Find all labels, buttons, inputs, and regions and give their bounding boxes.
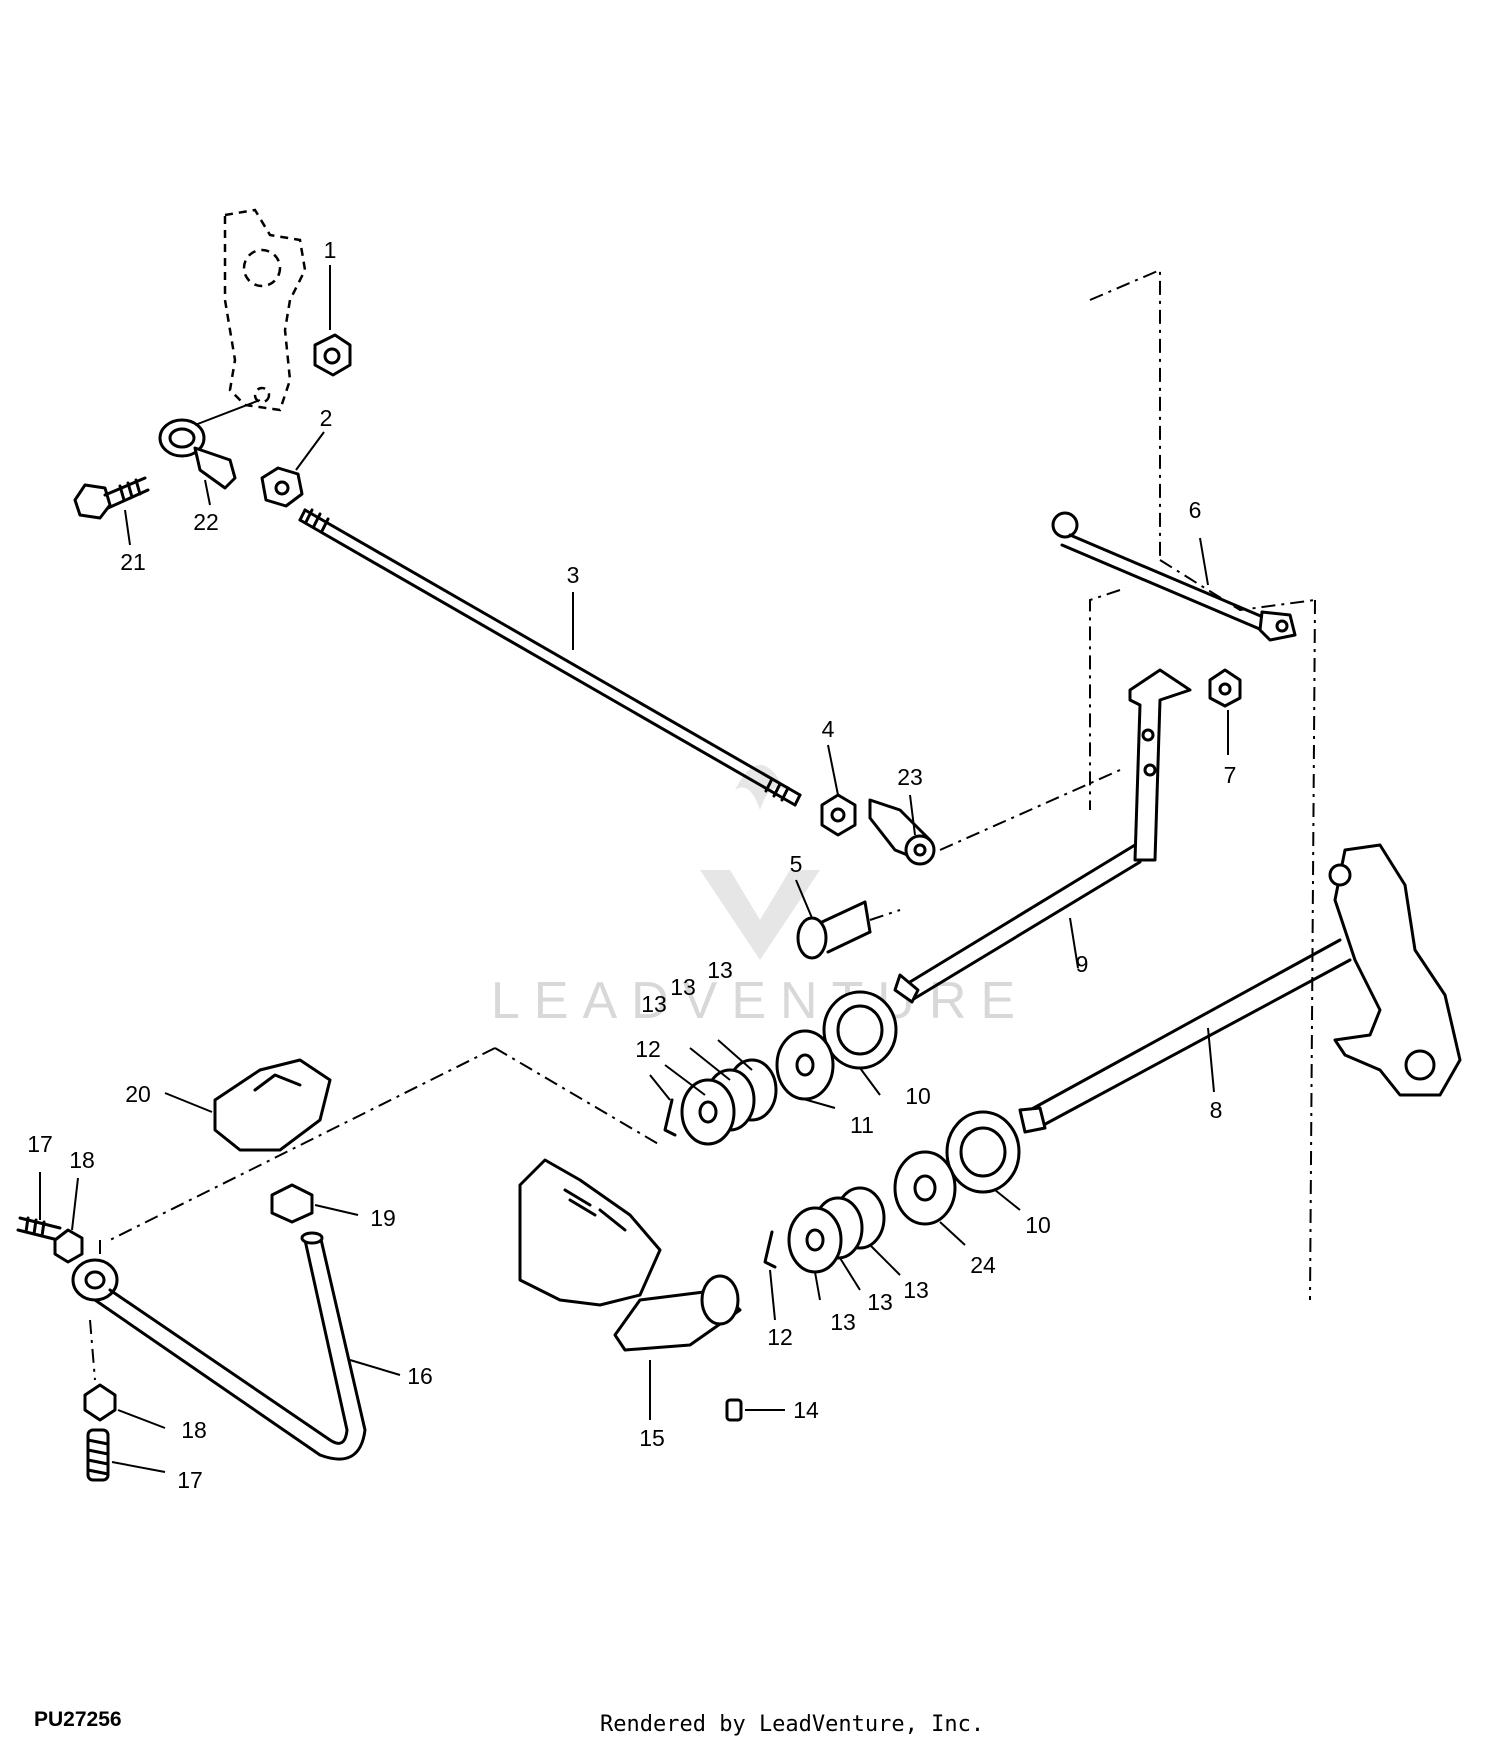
part-14-set-screw <box>725 1398 785 1422</box>
callout-17-lower: 17 <box>177 1467 203 1493</box>
callout-11: 11 <box>850 1112 874 1138</box>
phantom-bracket <box>223 208 307 412</box>
callout-20: 20 <box>125 1081 151 1107</box>
callout-19: 19 <box>370 1205 396 1231</box>
callout-14: 14 <box>793 1397 819 1423</box>
callout-3: 3 <box>567 562 580 588</box>
callout-18-upper: 18 <box>69 1147 95 1173</box>
callout-21: 21 <box>120 549 146 575</box>
part-16-bent-rod <box>71 1231 401 1461</box>
callout-9: 9 <box>1076 951 1089 977</box>
part-19-nut <box>270 1183 359 1224</box>
callout-7: 7 <box>1224 762 1237 788</box>
callout-13-f: 13 <box>903 1277 929 1303</box>
callout-5: 5 <box>790 851 803 877</box>
part-8-shaft-bracket <box>1018 843 1462 1134</box>
callout-13-b: 13 <box>670 974 696 1000</box>
callout-16: 16 <box>407 1363 433 1389</box>
callout-12-upper: 12 <box>635 1036 661 1062</box>
callout-2: 2 <box>320 405 333 431</box>
callout-13-d: 13 <box>830 1309 856 1335</box>
part-3-rod <box>298 508 802 807</box>
part-20-knob <box>164 1058 332 1152</box>
part-6-link <box>1051 511 1297 642</box>
washer-leaders <box>649 1039 1021 1321</box>
callout-24: 24 <box>970 1252 996 1278</box>
figure-code: PU27256 <box>34 1708 122 1731</box>
callout-13-e: 13 <box>867 1289 893 1315</box>
part-21-bolt <box>73 476 150 546</box>
callout-4: 4 <box>822 716 835 742</box>
leadventure-watermark: LEADVENTURE <box>491 765 1029 1030</box>
part-9-shaft-arm <box>893 668 1192 1004</box>
part-17-18-upper-fasteners <box>16 1172 84 1264</box>
upper-washer-stack <box>663 990 898 1146</box>
lower-washer-stack <box>763 1110 1021 1274</box>
part-7-nut <box>1208 668 1242 755</box>
part-2-nut <box>260 431 325 508</box>
callout-6: 6 <box>1189 497 1202 523</box>
callout-13-a: 13 <box>641 991 667 1017</box>
callout-8: 8 <box>1210 1097 1223 1123</box>
callout-10-lower: 10 <box>1025 1212 1051 1238</box>
callout-18-lower: 18 <box>181 1417 207 1443</box>
part-5-pin <box>795 879 872 960</box>
callout-1: 1 <box>324 237 337 263</box>
callout-labels: 1 2 3 4 5 6 7 8 9 10 10 11 12 12 13 13 1… <box>27 237 1236 1493</box>
assembly-lines <box>89 268 1316 1381</box>
callout-12-lower: 12 <box>767 1324 793 1350</box>
part-4-nut <box>820 744 857 837</box>
callout-13-c: 13 <box>707 957 733 983</box>
render-credit: Rendered by LeadVenture, Inc. <box>600 1712 985 1737</box>
part-23-rod-end <box>868 794 936 866</box>
part-18-17-lower-fasteners <box>83 1383 166 1482</box>
watermark-text: LEADVENTURE <box>491 972 1029 1030</box>
part-22-rod-end <box>158 399 261 506</box>
callout-10-upper: 10 <box>905 1083 931 1109</box>
callout-23: 23 <box>897 764 923 790</box>
callout-22: 22 <box>193 509 219 535</box>
part-1-nut <box>313 265 352 377</box>
callout-15: 15 <box>639 1425 665 1451</box>
part-15-pedal <box>518 1158 742 1420</box>
callout-17-upper: 17 <box>27 1131 53 1157</box>
